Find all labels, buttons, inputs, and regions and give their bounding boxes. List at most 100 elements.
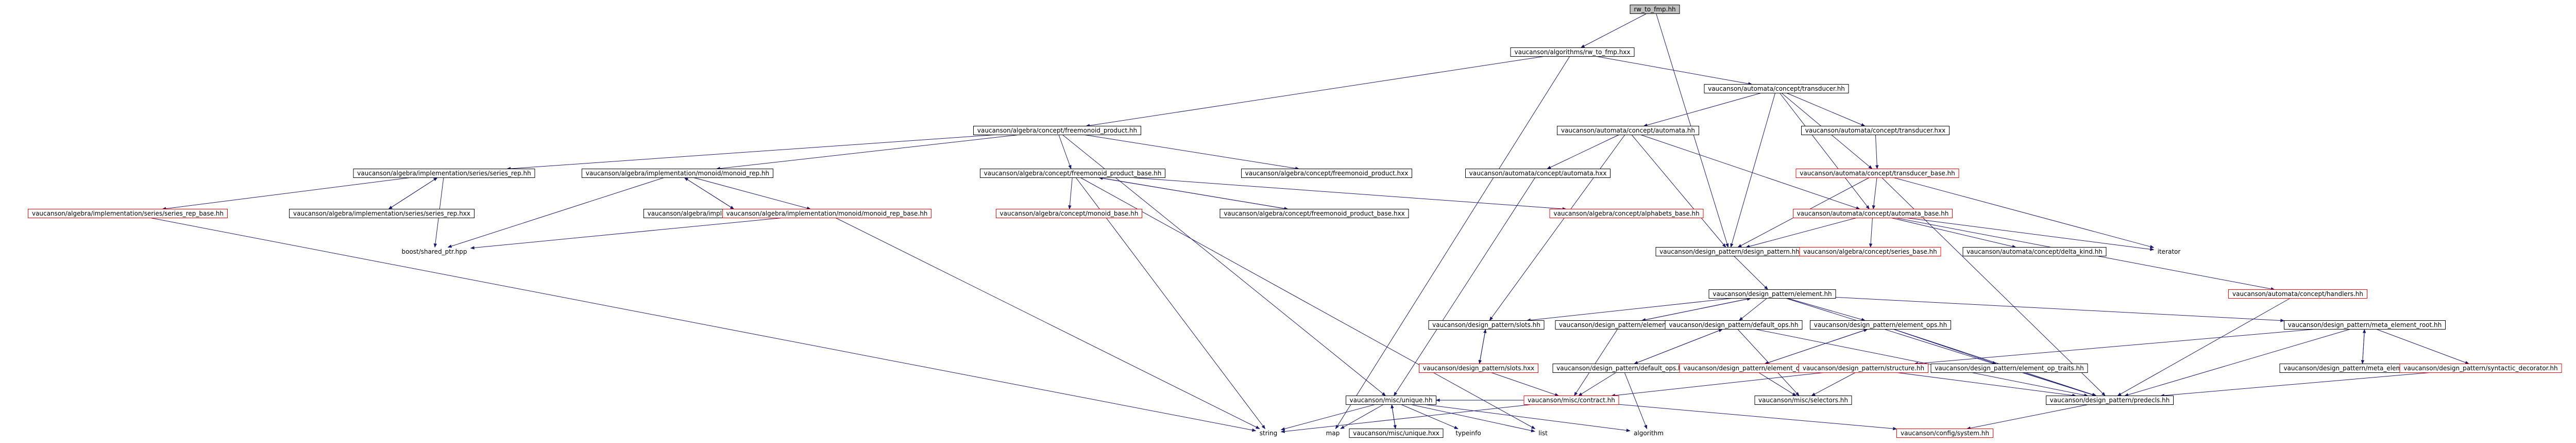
edge-n31-n35 <box>1913 329 2314 366</box>
file-node[interactable]: vaucanson/automata/concept/transducer_ba… <box>1795 169 1959 178</box>
node-label: vaucanson/design_pattern/predecls.hh <box>2050 397 2170 404</box>
edge-n28-n39 <box>1574 329 1618 397</box>
edge-n0-n1 <box>1580 13 1647 48</box>
node-label: rw_to_fmp.hh <box>1634 6 1675 13</box>
node-label: list <box>1538 430 1548 437</box>
file-node[interactable]: vaucanson/automata/concept/transducer.hh <box>1704 84 1849 93</box>
file-node[interactable]: vaucanson/design_pattern/slots.hh <box>1428 320 1545 330</box>
file-node: iterator <box>2158 248 2181 255</box>
edge-n29-n42 <box>1755 329 2089 397</box>
file-node[interactable]: vaucanson/algebra/concept/freemonoid_pro… <box>980 169 1165 178</box>
file-node[interactable]: vaucanson/algebra/implementation/monoid/… <box>582 169 773 178</box>
edge-n4-n19 <box>1640 135 1860 210</box>
focus-file-node[interactable]: rw_to_fmp.hh <box>1630 5 1680 14</box>
node-label: vaucanson/automata/concept/automata.hh <box>1561 127 1695 134</box>
edge-n40-n47 <box>1411 404 1535 433</box>
edge-n8-n16 <box>1068 177 1073 210</box>
file-node[interactable]: vaucanson/design_pattern/syntactic_decor… <box>2399 364 2562 373</box>
edge-n19-n24 <box>1891 218 2016 248</box>
node-label: map <box>1326 430 1340 437</box>
node-label: vaucanson/algebra/implementation/series/… <box>32 210 224 217</box>
edge-n3-n40 <box>1062 135 1386 397</box>
node-box <box>1896 429 1993 438</box>
edge-n26-n31 <box>1835 297 2285 322</box>
node-label: vaucanson/design_pattern/design_pattern.… <box>1659 248 1800 255</box>
node-box <box>2046 396 2174 405</box>
file-node[interactable]: vaucanson/misc/contract.hh <box>1523 396 1619 405</box>
file-node[interactable]: vaucanson/design_pattern/design_pattern.… <box>1655 247 1804 256</box>
node-box <box>1219 209 1409 218</box>
file-node[interactable]: vaucanson/algebra/implementation/series/… <box>353 169 535 178</box>
node-label: vaucanson/design_pattern/element.hxx <box>1559 321 1682 329</box>
node-box <box>1799 247 1941 256</box>
edge-n28-n26 <box>1641 297 1751 321</box>
node-label: vaucanson/misc/unique.hxx <box>1353 430 1439 437</box>
edge-n40-n46 <box>1401 404 1459 429</box>
edge-n6-n12 <box>162 177 410 210</box>
edge-n42-n49 <box>1966 404 2088 430</box>
file-node[interactable]: vaucanson/algebra/concept/alphabets_base… <box>1549 209 1704 218</box>
node-label: boost/shared_ptr.hpp <box>402 248 467 255</box>
file-node[interactable]: vaucanson/design_pattern/slots.hxx <box>1419 364 1538 373</box>
file-node[interactable]: vaucanson/design_pattern/default_ops.hh <box>1665 320 1803 330</box>
node-box <box>1801 126 1950 135</box>
node-box <box>1523 396 1619 405</box>
edge-n40-n43 <box>1280 404 1375 431</box>
file-node[interactable]: vaucanson/design_pattern/meta_element_ro… <box>2284 320 2446 330</box>
edge-n19-n23 <box>1869 218 1873 248</box>
file-node[interactable]: vaucanson/design_pattern/predecls.hh <box>2046 396 2174 405</box>
file-node[interactable]: vaucanson/automata/concept/automata_base… <box>1793 209 1953 218</box>
edge-n19-n22 <box>1906 218 2155 251</box>
edge-n19-n21 <box>1745 218 1857 248</box>
file-node[interactable]: vaucanson/design_pattern/element_op_trai… <box>1930 364 2088 373</box>
file-node[interactable]: vaucanson/config/system.hh <box>1896 429 1993 438</box>
file-node[interactable]: vaucanson/design_pattern/element.hxx <box>1555 320 1686 330</box>
node-box <box>1810 320 1951 330</box>
edge-n1-n44 <box>1335 56 1570 430</box>
edge-n4-n21 <box>1631 135 1726 248</box>
file-node[interactable]: vaucanson/automata/concept/automata.hxx <box>1465 169 1611 178</box>
node-label: vaucanson/automata/concept/automata.hxx <box>1469 170 1607 177</box>
edge-n35-n41 <box>1811 372 1856 396</box>
node-label: vaucanson/algebra/implementation/series/… <box>357 170 531 177</box>
node-box <box>1665 320 1803 330</box>
node-box <box>1754 396 1852 405</box>
file-node[interactable]: vaucanson/misc/selectors.hh <box>1754 396 1852 405</box>
node-label: vaucanson/design_pattern/meta_element_ro… <box>2288 321 2442 329</box>
node-label: vaucanson/misc/unique.hh <box>1350 397 1433 404</box>
file-node[interactable]: vaucanson/design_pattern/element_ops.hh <box>1810 320 1951 330</box>
edge-n10-n40 <box>1394 177 1535 397</box>
file-node: boost/shared_ptr.hpp <box>402 248 467 255</box>
node-box <box>980 169 1165 178</box>
file-node[interactable]: vaucanson/algebra/implementation/series/… <box>289 209 474 218</box>
file-node[interactable]: vaucanson/misc/unique.hxx <box>1349 429 1444 438</box>
node-box <box>1349 429 1444 438</box>
file-node[interactable]: vaucanson/design_pattern/structure.hh <box>1799 364 1928 373</box>
file-node[interactable]: vaucanson/algebra/concept/monoid_base.hh <box>996 209 1142 218</box>
node-label: vaucanson/design_pattern/default_ops.hxx <box>1556 365 1689 372</box>
edge-n3-n9 <box>1084 135 1300 170</box>
file-node[interactable]: vaucanson/algorithms/rw_to_fmp.hxx <box>1510 47 1635 57</box>
node-label: vaucanson/design_pattern/element_ops.hxx <box>1683 365 1820 372</box>
edge-n17-n8 <box>1098 176 1288 209</box>
file-node[interactable]: vaucanson/misc/unique.hh <box>1346 396 1436 405</box>
edge-n3-n8 <box>1058 135 1072 170</box>
file-node[interactable]: vaucanson/automata/concept/delta_kind.hh <box>1962 247 2107 256</box>
file-node[interactable]: vaucanson/automata/concept/handlers.hh <box>2228 289 2367 299</box>
node-label: vaucanson/automata/concept/handlers.hh <box>2232 290 2363 298</box>
file-node[interactable]: vaucanson/design_pattern/default_ops.hxx <box>1552 364 1693 373</box>
file-node[interactable]: vaucanson/algebra/concept/freemonoid_pro… <box>1219 209 1409 218</box>
file-node[interactable]: vaucanson/algebra/implementation/series/… <box>28 209 228 218</box>
file-node[interactable]: vaucanson/algebra/concept/freemonoid_pro… <box>1241 169 1412 178</box>
file-node[interactable]: vaucanson/algebra/concept/series_base.hh <box>1799 247 1941 256</box>
node-label: vaucanson/config/system.hh <box>1901 430 1989 437</box>
edge-n2-n5 <box>1786 93 1866 126</box>
file-node[interactable]: vaucanson/design_pattern/element.hh <box>1708 289 1836 299</box>
file-node[interactable]: vaucanson/automata/concept/transducer.hx… <box>1801 126 1950 135</box>
file-node[interactable]: vaucanson/automata/concept/automata.hh <box>1557 126 1699 135</box>
edge-n3-n7 <box>716 135 1019 170</box>
edge-n15-n20 <box>470 218 782 250</box>
file-node[interactable]: vaucanson/algebra/concept/freemonoid_pro… <box>973 126 1141 135</box>
edge-n8-n43 <box>1076 177 1266 430</box>
file-node[interactable]: vaucanson/algebra/implementation/monoid/… <box>722 209 931 218</box>
